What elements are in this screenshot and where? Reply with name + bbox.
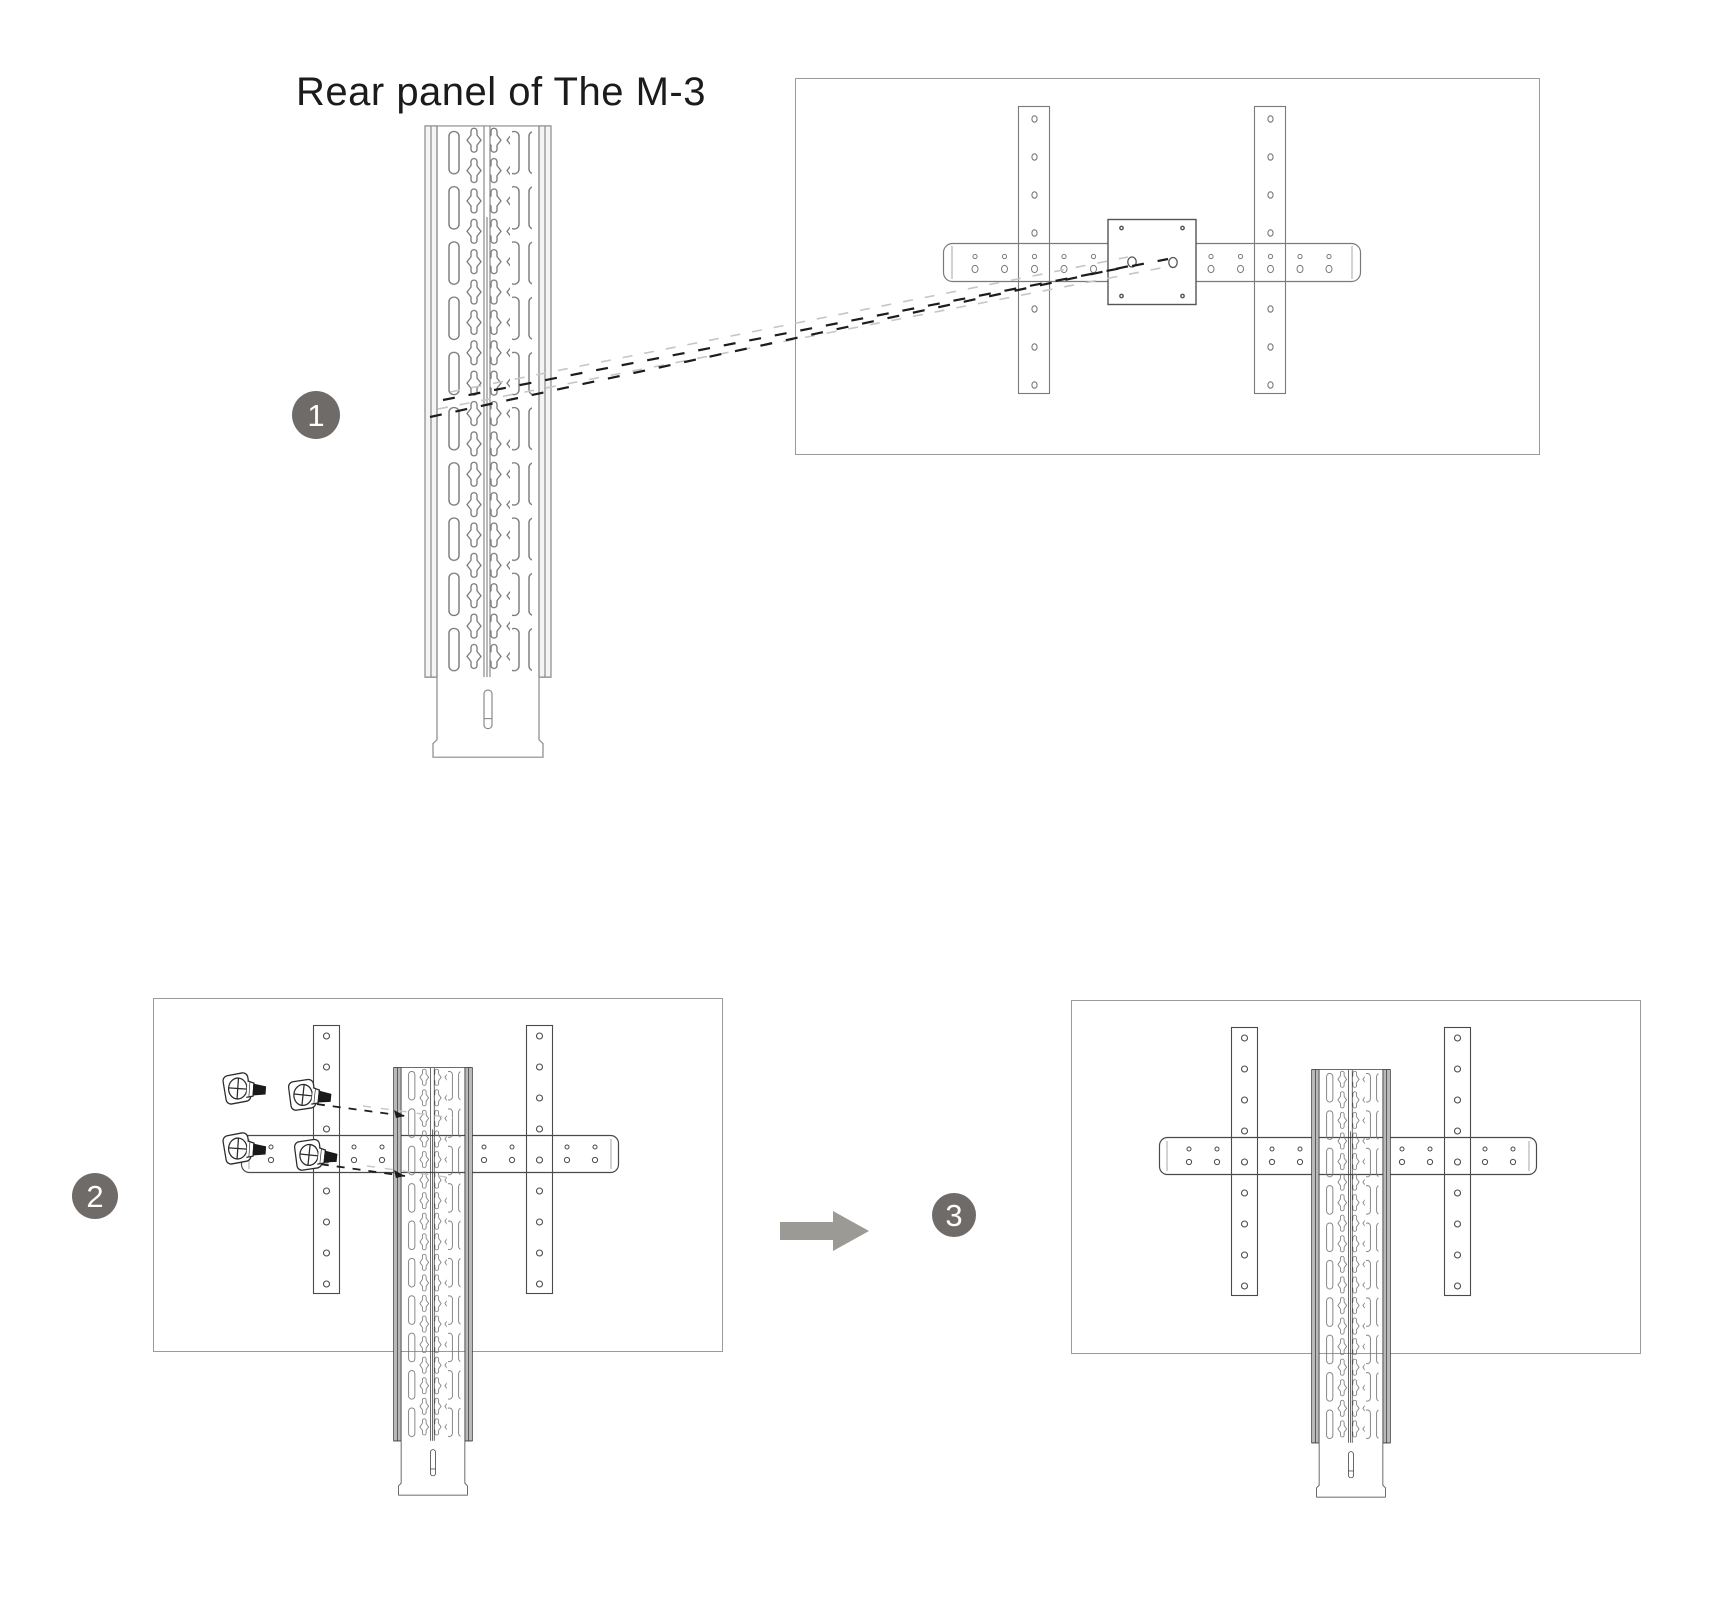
tv-rear-panel-figure	[794, 77, 1541, 456]
step-2-number: 2	[86, 1178, 104, 1214]
page-title: Rear panel of The M-3	[296, 70, 706, 114]
step-1-badge: 1	[292, 391, 340, 439]
step-1-number: 1	[307, 397, 325, 433]
right-arrow-icon	[780, 1211, 869, 1251]
step-3-number: 3	[945, 1197, 963, 1233]
column-figure	[424, 125, 552, 758]
step-3-badge: 3	[932, 1193, 976, 1237]
step2-assembly-figure	[154, 999, 723, 1496]
step3-assembly-figure	[1072, 1001, 1641, 1498]
alignment-guide-lines	[429, 256, 1172, 419]
step-2-badge: 2	[72, 1173, 118, 1219]
